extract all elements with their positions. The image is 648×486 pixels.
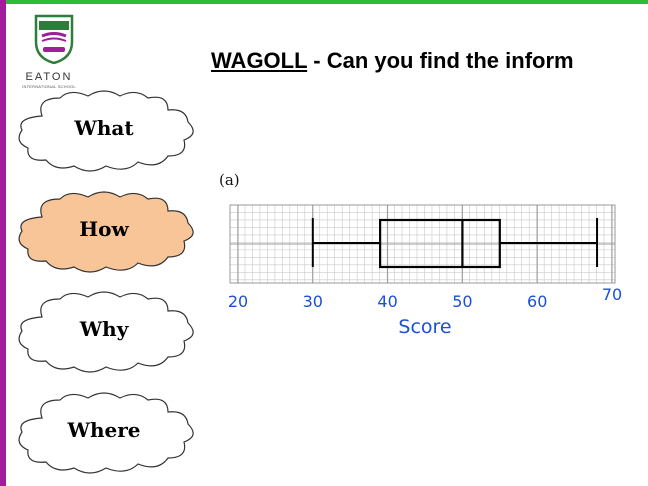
logo-name: EATON <box>25 71 73 83</box>
cloud-label-why: Why <box>79 317 129 341</box>
left-accent-bar <box>0 0 6 486</box>
iqr-box <box>379 218 501 269</box>
cloud-what[interactable]: What <box>8 86 200 176</box>
tick-label-70: 70 <box>602 285 622 304</box>
title-rest: - Can you find the inform <box>307 48 574 73</box>
cloud-label-what: What <box>74 116 134 140</box>
cloud-where[interactable]: Where <box>8 388 200 478</box>
tick-label-40: 40 <box>377 292 397 311</box>
slide-title: WAGOLL - Can you find the inform <box>211 48 574 74</box>
grid-border <box>229 204 616 284</box>
tick-label-60: 60 <box>527 292 547 311</box>
x-axis-label: Score <box>398 316 451 338</box>
cloud-why[interactable]: Why <box>8 287 200 377</box>
cloud-label-where: Where <box>67 418 141 442</box>
cloud-shape <box>18 392 194 474</box>
cloud-shape <box>18 291 194 373</box>
cloud-shape <box>18 90 194 172</box>
cloud-label-how: How <box>79 217 129 241</box>
part-label: (a) <box>219 171 240 189</box>
cloud-how[interactable]: How <box>8 187 200 277</box>
cloud-shape <box>18 191 194 273</box>
title-wagoll: WAGOLL <box>211 48 308 73</box>
tick-label-20: 20 <box>228 292 248 311</box>
tick-label-50: 50 <box>452 292 472 311</box>
school-logo <box>30 14 100 94</box>
logo-subtitle: INTERNATIONAL SCHOOL <box>22 84 76 89</box>
tick-label-30: 30 <box>303 292 323 311</box>
top-accent-bar <box>0 0 648 4</box>
shield-icon <box>34 14 74 64</box>
